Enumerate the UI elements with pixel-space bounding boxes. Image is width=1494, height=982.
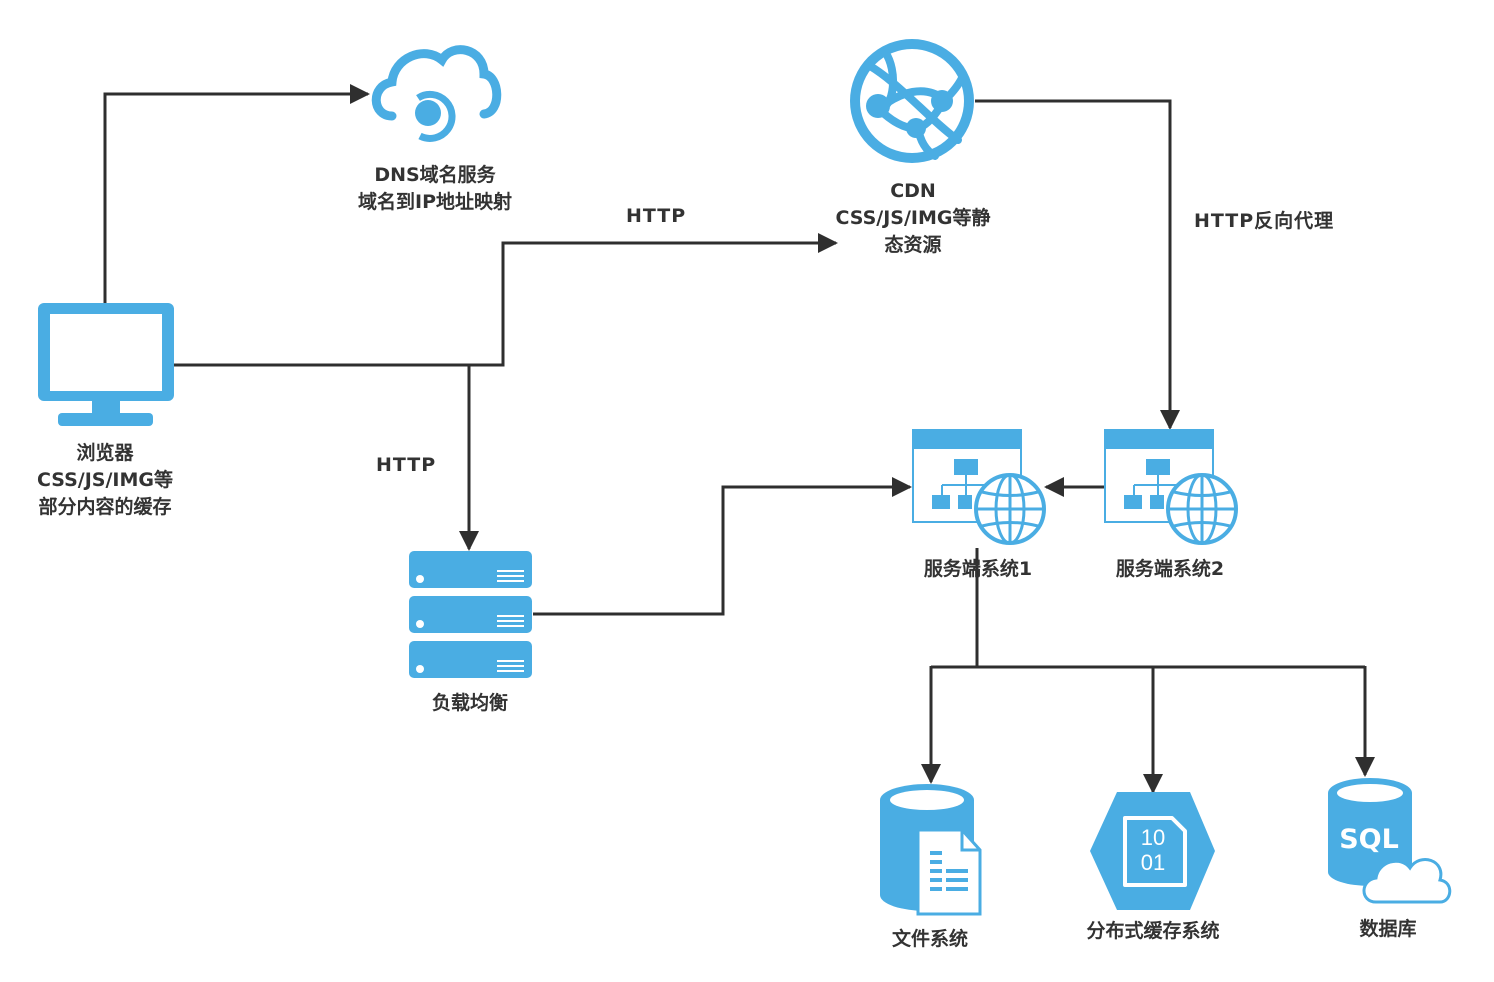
cache-label-line: 分布式缓存系统 <box>1086 920 1220 942</box>
cdn-label-line: CDN <box>890 180 936 202</box>
cdn-label-line: CSS/JS/IMG等静 <box>835 207 991 229</box>
edge-browser-cdn <box>173 233 838 367</box>
hexagon-binary-icon: 10 01 <box>1090 792 1215 910</box>
cloud-dns-icon <box>371 45 502 142</box>
browser-label: 浏览器 CSS/JS/IMG等 部分内容的缓存 <box>10 440 200 521</box>
database-label: 数据库 <box>1320 916 1456 943</box>
dns-label: DNS域名服务 域名到IP地址映射 <box>330 162 540 216</box>
globe-icon <box>974 473 1046 545</box>
sql-database-cloud-icon: SQL <box>1328 778 1452 904</box>
edge-label-browser-cdn: HTTP <box>626 205 687 227</box>
server-unit <box>409 596 532 633</box>
edges <box>103 84 1375 794</box>
edge-loadbalancer-server1 <box>533 477 912 616</box>
globe-icon <box>1166 473 1238 545</box>
monitor-icon <box>38 303 174 426</box>
load-balancer-label-line: 负载均衡 <box>431 692 508 714</box>
browser-label-line: 浏览器 <box>76 442 134 464</box>
server2-label-line: 服务端系统2 <box>1115 558 1225 580</box>
server-unit <box>409 641 532 678</box>
database-document-icon <box>880 784 982 916</box>
server-rack-icon <box>409 551 532 678</box>
cache-label: 分布式缓存系统 <box>1060 918 1246 945</box>
dns-label-line: DNS域名服务 <box>374 164 496 186</box>
database-label-line: 数据库 <box>1359 918 1417 940</box>
server1-label-line: 服务端系统1 <box>923 558 1033 580</box>
sql-glyph: SQL <box>1339 824 1399 855</box>
browser-label-line: CSS/JS/IMG等 <box>36 469 173 491</box>
server1-label: 服务端系统1 <box>898 556 1058 583</box>
file-system-label: 文件系统 <box>860 926 1000 953</box>
load-balancer-label: 负载均衡 <box>400 690 540 717</box>
server-unit <box>409 551 532 588</box>
browser-label-line: 部分内容的缓存 <box>38 496 172 518</box>
edge-label-browser-loadbalancer: HTTP <box>376 454 437 476</box>
web-app-globe-icon <box>912 429 1046 545</box>
cdn-label: CDN CSS/JS/IMG等静 态资源 <box>808 178 1018 259</box>
globe-network-icon <box>850 39 974 163</box>
cache-glyph-bottom: 01 <box>1141 850 1165 875</box>
dns-label-line: 域名到IP地址映射 <box>358 191 512 213</box>
server2-label: 服务端系统2 <box>1090 556 1250 583</box>
file-system-label-line: 文件系统 <box>891 928 968 950</box>
edge-cdn-server2 <box>975 99 1180 430</box>
edge-browser-dns <box>103 84 370 303</box>
web-app-globe-icon <box>1104 429 1238 545</box>
edge-label-cdn-server2: HTTP反向代理 <box>1194 210 1335 232</box>
cdn-label-line: 态资源 <box>884 234 942 256</box>
cache-glyph-top: 10 <box>1141 825 1165 850</box>
